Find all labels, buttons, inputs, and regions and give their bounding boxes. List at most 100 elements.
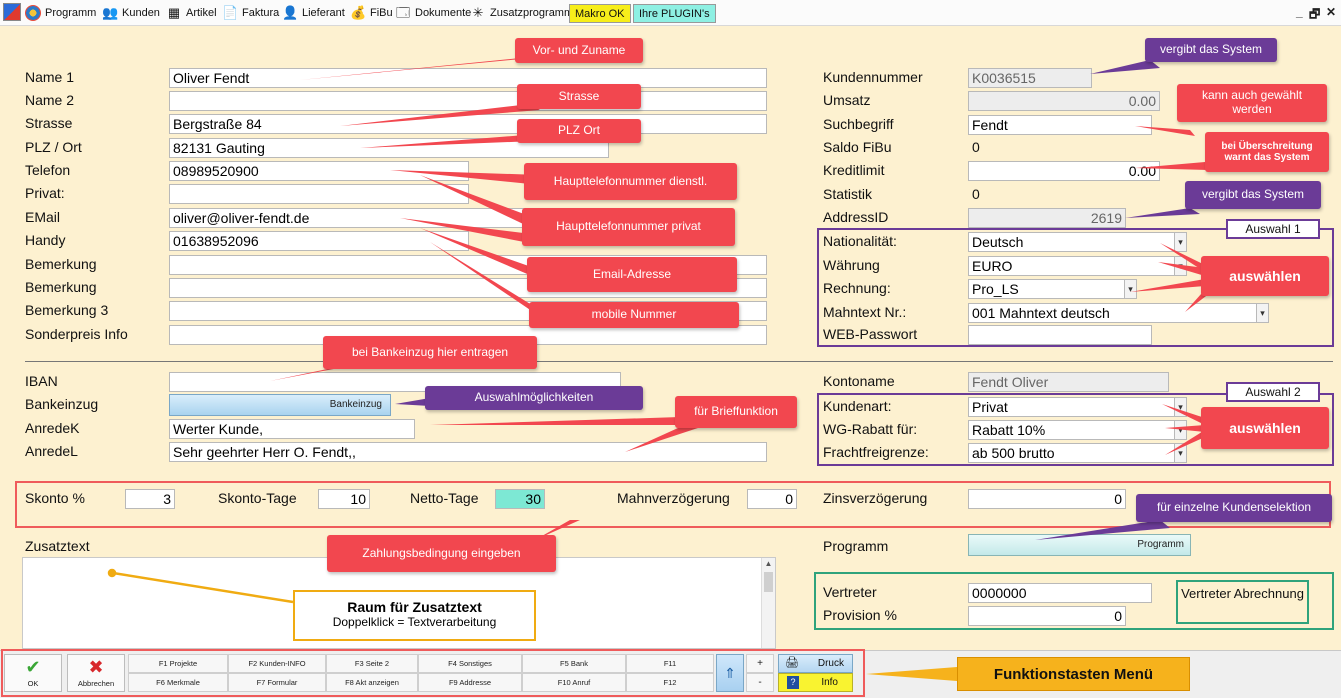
label-skonto: Skonto % — [25, 490, 85, 506]
collapse-up-button[interactable]: ⇑ — [716, 654, 744, 692]
anredek-input[interactable]: Werter Kunde, — [169, 419, 415, 439]
email-input[interactable]: oliver@oliver-fendt.de — [169, 208, 609, 228]
minimize-icon[interactable]: _ — [1296, 5, 1303, 19]
fibu-icon: 💰 — [350, 5, 367, 20]
callout-vor-und-zuname: Vor- und Zuname — [515, 38, 643, 63]
callout-strasse: Strasse — [517, 84, 641, 109]
menu-fibu[interactable]: 💰FiBu — [350, 5, 393, 20]
f5-bank-button[interactable]: F5 Bank — [522, 654, 626, 673]
vertreter-frame — [814, 572, 1334, 630]
webpasswort-input[interactable] — [968, 325, 1152, 345]
scroll-up-icon[interactable]: ▲ — [764, 559, 773, 568]
f9-addresse-button[interactable]: F9 Addresse — [418, 673, 522, 692]
label-frachtfreigrenze: Frachtfreigrenze: — [823, 444, 929, 460]
label-vertreter: Vertreter — [823, 584, 877, 600]
label-handy: Handy — [25, 232, 66, 248]
callout-haupttelefon-privat: Haupttelefonnummer privat — [522, 208, 735, 246]
mahnverzoegerung-input[interactable]: 0 — [747, 489, 797, 509]
f2-kunden-info-button[interactable]: F2 Kunden-INFO — [228, 654, 326, 673]
callout-plz-ort: PLZ Ort — [517, 119, 641, 143]
skontotage-input[interactable]: 10 — [318, 489, 370, 509]
faktura-icon: 📄 — [222, 5, 239, 20]
wgrabatt-select[interactable]: Rabatt 10% — [968, 420, 1187, 440]
frachtfreigrenze-select[interactable]: ab 500 brutto — [968, 443, 1187, 463]
callout-auswaehlen-2: auswählen — [1201, 407, 1329, 449]
skonto-input[interactable]: 3 — [125, 489, 175, 509]
callout-kundenselektion: für einzelne Kundenselektion — [1136, 494, 1332, 522]
makro-ok-button[interactable]: Makro OK — [569, 4, 631, 23]
plus-button[interactable]: + — [746, 654, 774, 673]
zusatztext-hint-title: Raum für Zusatztext — [347, 599, 482, 615]
provision-input[interactable]: 0 — [968, 606, 1126, 626]
label-saldo: Saldo FiBu — [823, 139, 892, 155]
zinsverzoegerung-input[interactable]: 0 — [968, 489, 1126, 509]
kreditlimit-input[interactable]: 0.00 — [968, 161, 1160, 181]
printer-icon: 🖨 — [785, 657, 799, 669]
nationalitaet-select[interactable]: Deutsch — [968, 232, 1187, 252]
auswahl1-tag: Auswahl 1 — [1226, 219, 1320, 239]
label-provision: Provision % — [823, 607, 897, 623]
menu-faktura[interactable]: 📄Faktura — [222, 5, 280, 20]
zusatztext-hint-box: Raum für Zusatztext Doppelklick = Textve… — [293, 590, 536, 641]
menu-bar: Programm 👥Kunden ▦Artikel 📄Faktura 👤Lief… — [0, 0, 1341, 26]
label-anredek: AnredeK — [25, 420, 80, 436]
f4-sonstiges-button[interactable]: F4 Sonstiges — [418, 654, 522, 673]
f11-button[interactable]: F11 — [626, 654, 714, 673]
artikel-icon: ▦ — [167, 5, 181, 20]
name1-input[interactable]: Oliver Fendt — [169, 68, 767, 88]
vertreter-abrechnung-button[interactable]: Vertreter Abrechnung — [1176, 580, 1309, 624]
f8-akt-anzeigen-button[interactable]: F8 Akt anzeigen — [326, 673, 418, 692]
callout-vergibt-system-2: vergibt das System — [1185, 181, 1321, 209]
restore-icon[interactable]: 🗗 — [1309, 7, 1321, 21]
menu-zusatzprogramme[interactable]: ✳Zusatzprogramme — [470, 4, 580, 22]
label-webpasswort: WEB-Passwort — [823, 326, 918, 342]
callout-kann-gewaehlt: kann auch gewählt werden — [1177, 84, 1327, 122]
label-iban: IBAN — [25, 373, 58, 389]
nettotage-input[interactable]: 30 — [495, 489, 545, 509]
druck-button[interactable]: 🖨 Druck — [778, 654, 853, 673]
vertreter-input[interactable]: 0000000 — [968, 583, 1152, 603]
f3-seite2-button[interactable]: F3 Seite 2 — [326, 654, 418, 673]
label-bemerkung1: Bemerkung — [25, 256, 97, 272]
info-button[interactable]: ? Info — [778, 673, 853, 692]
handy-input[interactable]: 01638952096 — [169, 231, 469, 251]
telefon-input[interactable]: 08989520900 — [169, 161, 469, 181]
f12-button[interactable]: F12 — [626, 673, 714, 692]
menu-kunden[interactable]: 👥Kunden — [102, 5, 160, 20]
label-strasse: Strasse — [25, 115, 73, 131]
label-bankeinzug: Bankeinzug — [25, 396, 99, 412]
kundenart-select[interactable]: Privat — [968, 397, 1187, 417]
f6-merkmale-button[interactable]: F6 Merkmale — [128, 673, 228, 692]
kundennummer-field: K0036515 — [968, 68, 1092, 88]
plzort-input[interactable]: 82131 Gauting — [169, 138, 609, 158]
funktionstasten-frame — [1, 649, 865, 697]
mahntext-select[interactable]: 001 Mahntext deutsch — [968, 303, 1269, 323]
zusatztext-hint-sub: Doppelklick = Textverarbeitung — [332, 615, 497, 629]
anredel-input[interactable]: Sehr geehrter Herr O. Fendt,, — [169, 442, 767, 462]
rechnung-select[interactable]: Pro_LS — [968, 279, 1137, 299]
bankeinzug-button[interactable]: Bankeinzug — [169, 394, 391, 416]
menu-lieferant[interactable]: 👤Lieferant — [282, 5, 345, 20]
zusatztext-scrollbar[interactable]: ▲ — [761, 558, 775, 648]
menu-artikel[interactable]: ▦Artikel — [167, 5, 217, 20]
app-logo-icon[interactable] — [3, 3, 21, 21]
callout-email: Email-Adresse — [527, 257, 737, 292]
callout-zahlungsbedingung: Zahlungsbedingung eingeben — [327, 535, 556, 572]
f7-formular-button[interactable]: F7 Formular — [228, 673, 326, 692]
statistik-value: 0 — [972, 186, 980, 202]
menu-programm[interactable]: Programm — [25, 4, 96, 22]
plugins-button[interactable]: Ihre PLUGIN's — [633, 4, 716, 23]
lieferant-icon: 👤 — [282, 5, 299, 20]
close-icon[interactable]: ✕ — [1326, 5, 1337, 19]
label-zinsverzoegerung: Zinsverzögerung — [823, 490, 928, 506]
ok-button[interactable]: ✔ OK — [4, 654, 62, 692]
menu-dokumente[interactable]: 🗔Dokumente — [395, 5, 472, 20]
cross-icon: ✖ — [88, 657, 104, 677]
f10-anruf-button[interactable]: F10 Anruf — [522, 673, 626, 692]
label-name2: Name 2 — [25, 92, 75, 108]
f1-projekte-button[interactable]: F1 Projekte — [128, 654, 228, 673]
minus-button[interactable]: - — [746, 673, 774, 692]
scroll-thumb[interactable] — [764, 572, 773, 592]
abbrechen-button[interactable]: ✖ Abbrechen — [67, 654, 125, 692]
suchbegriff-input[interactable]: Fendt — [968, 115, 1152, 135]
